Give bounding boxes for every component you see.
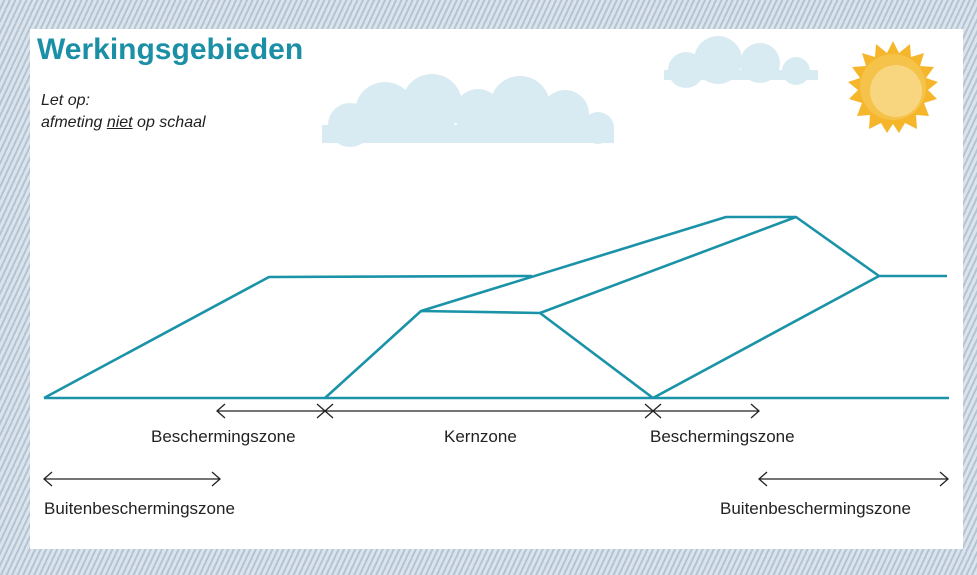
- cloud-left: [322, 74, 614, 147]
- note-emphasis: niet: [106, 114, 133, 131]
- label-buitenbeschermingszone-right: Buitenbeschermingszone: [720, 499, 911, 518]
- arrow-kernzone: [324, 403, 654, 419]
- arrow-beschermingszone-left: [216, 403, 326, 419]
- scale-note: Let op: afmeting niet op schaal: [41, 90, 206, 134]
- cloud-right: [664, 36, 818, 88]
- label-beschermingszone-left: Beschermingszone: [151, 427, 296, 446]
- arrow-buitenbeschermingszone-left: [43, 471, 221, 487]
- note-line-2: afmeting niet op schaal: [41, 112, 206, 134]
- arrow-beschermingszone-right: [652, 403, 760, 419]
- label-buitenbeschermingszone-left: Buitenbeschermingszone: [44, 499, 235, 518]
- note-text-after: op schaal: [132, 114, 206, 131]
- sun-icon: [848, 41, 938, 133]
- note-text-before: afmeting: [41, 114, 107, 131]
- label-kernzone: Kernzone: [444, 427, 517, 446]
- page-title: Werkingsgebieden: [37, 33, 304, 66]
- dike-outline: [43, 215, 949, 400]
- arrow-buitenbeschermingszone-right: [758, 471, 949, 487]
- zone-arrows: [43, 403, 949, 487]
- note-line-1: Let op:: [41, 92, 90, 109]
- label-beschermingszone-right: Beschermingszone: [650, 427, 795, 446]
